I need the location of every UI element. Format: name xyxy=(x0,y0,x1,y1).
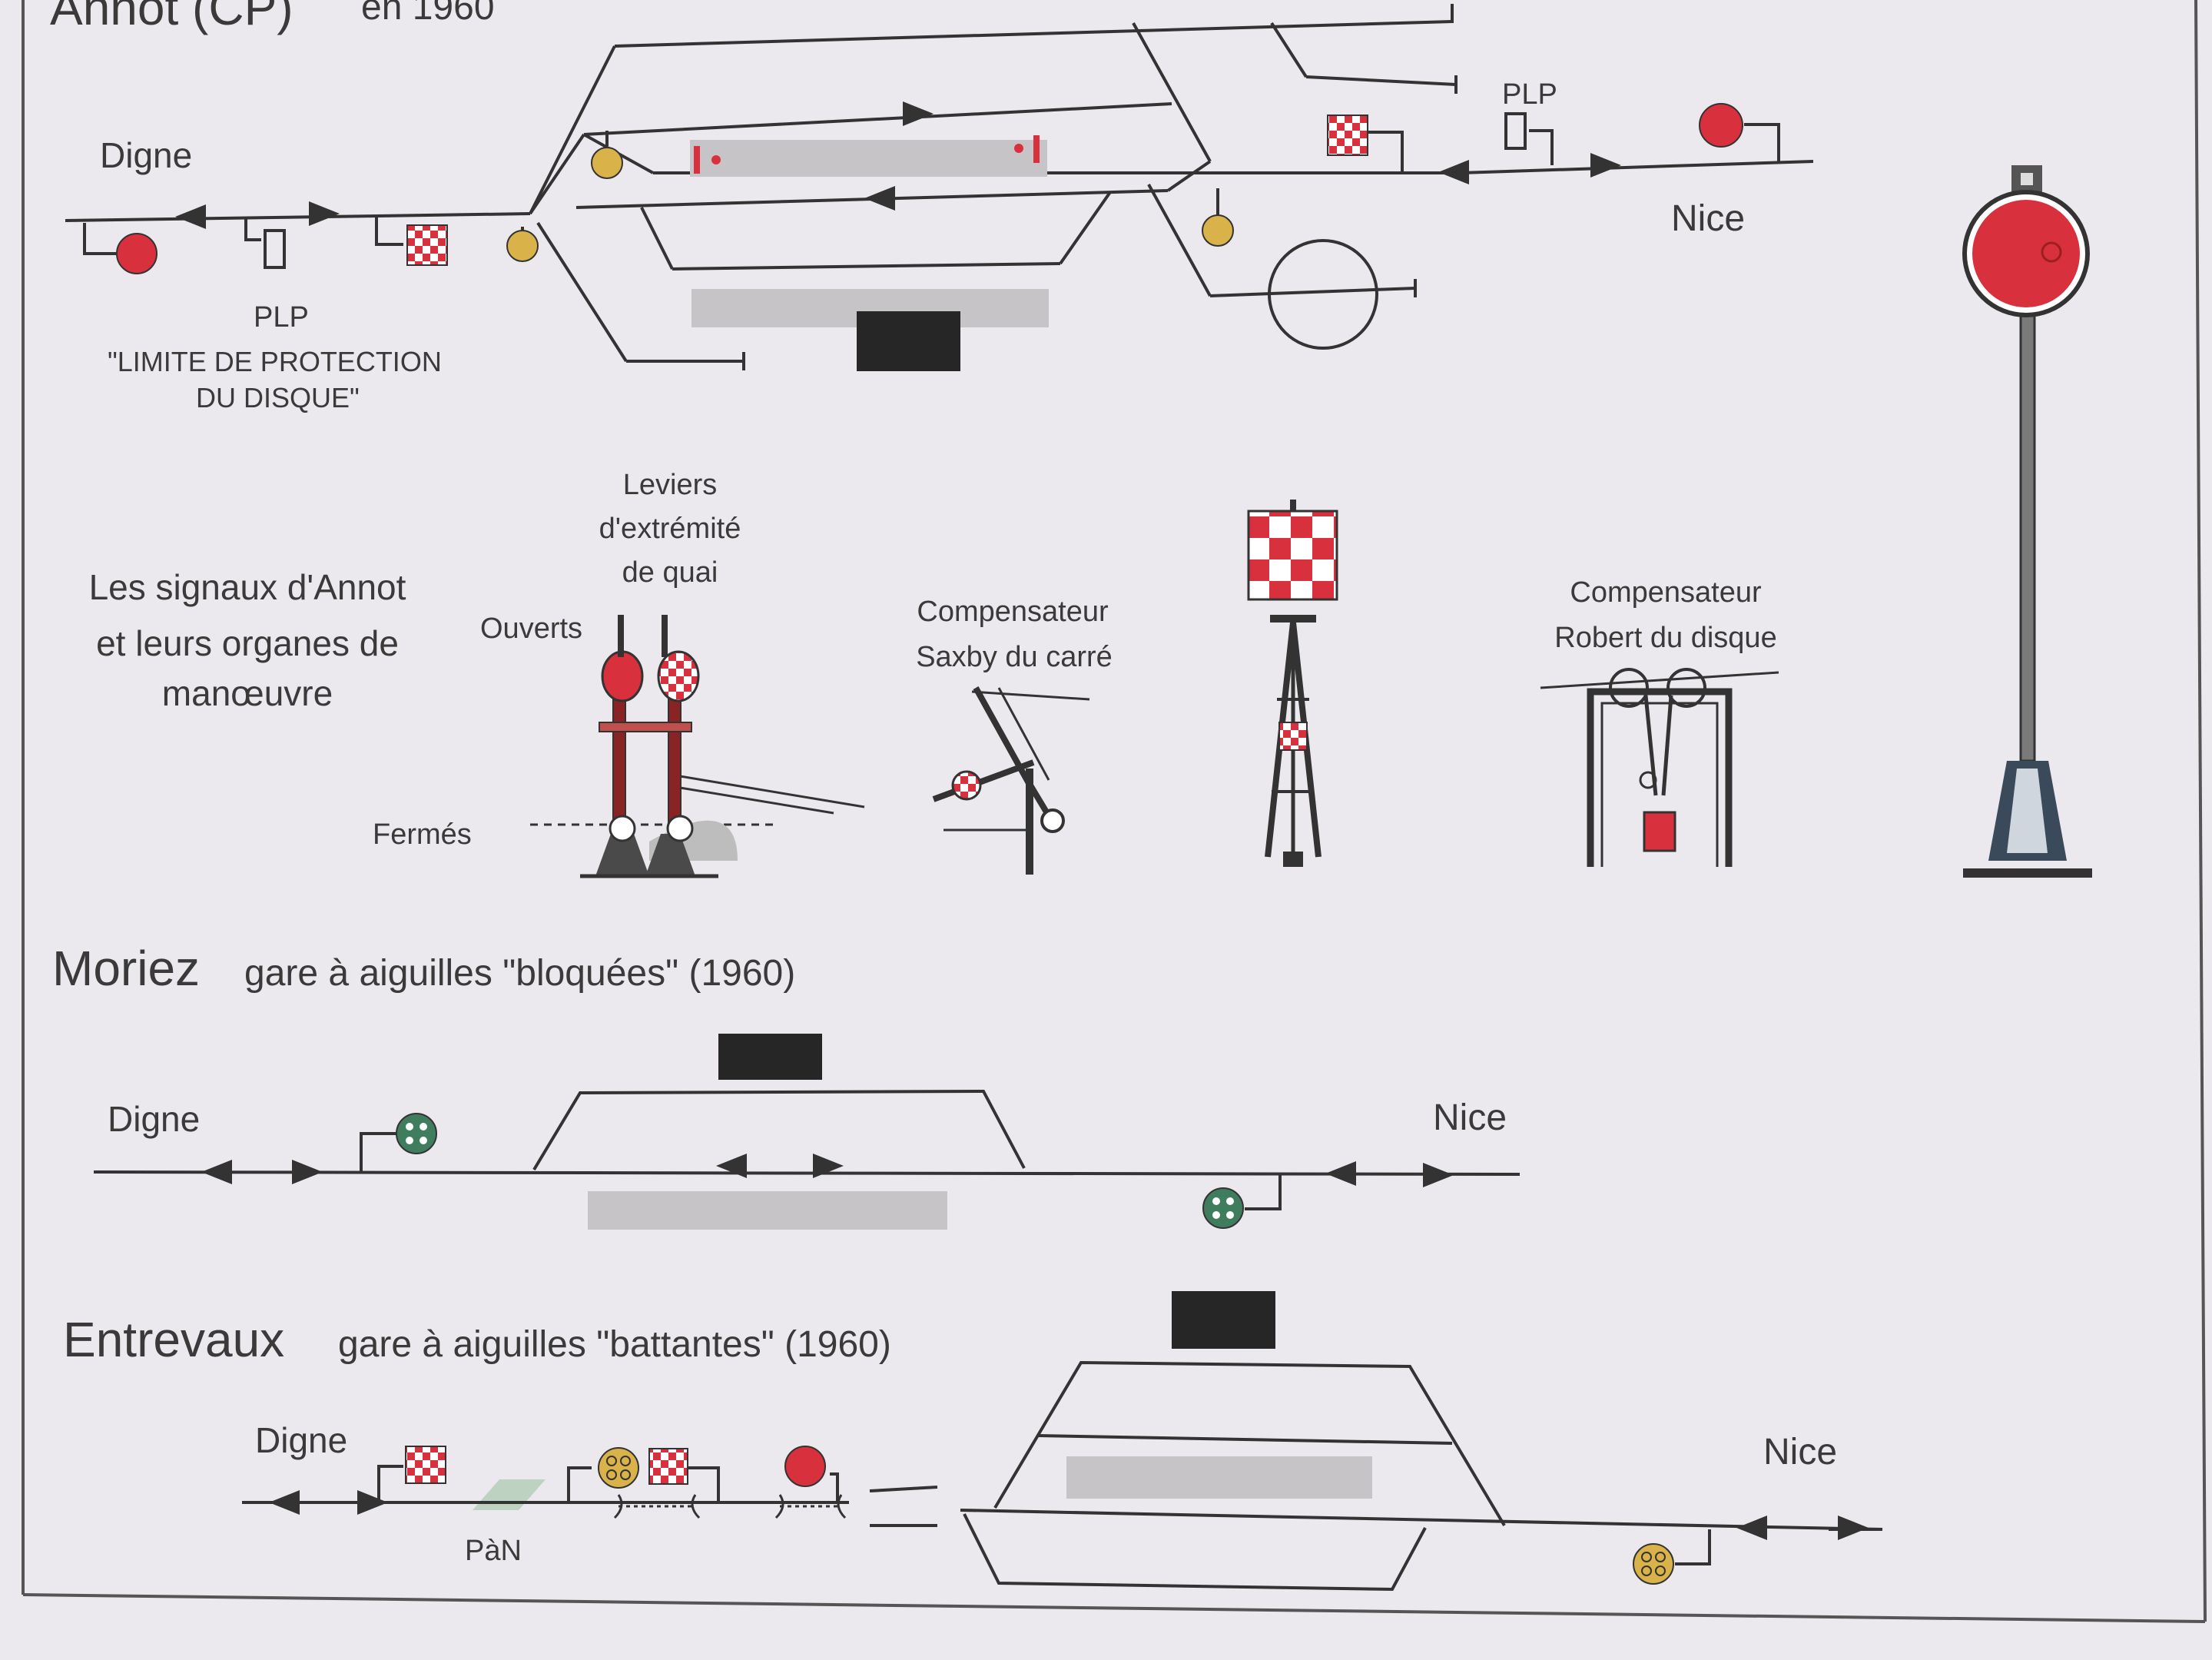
moriez-platform xyxy=(588,1191,947,1230)
annot-yellow-signal-1 xyxy=(591,147,623,179)
frame-right xyxy=(2194,0,2207,1622)
annot-platform-upper xyxy=(690,140,1047,177)
levers-open-label: Ouverts xyxy=(480,613,582,645)
square-signal-mast xyxy=(1247,500,1338,867)
annot-disc-signal-nice xyxy=(1699,103,1743,148)
entrevaux-platform xyxy=(1066,1456,1372,1499)
entrevaux-yellow-signal-1 xyxy=(598,1447,639,1489)
moriez-direction-arrows xyxy=(201,1154,1454,1187)
entrevaux-direction-arrows xyxy=(269,1490,1869,1540)
annot-plp-label: PLP xyxy=(254,301,309,334)
plp-note-line1: "LIMITE DE PROTECTION xyxy=(108,346,442,377)
annot-square-signal-digne xyxy=(406,224,448,266)
saxby-label-line2: Saxby du carré xyxy=(916,641,1113,673)
levers-label-line1: Leviers xyxy=(623,469,718,501)
annot-tracks xyxy=(65,4,1814,370)
levers-label-line2: d'extrémité xyxy=(599,513,741,545)
entrevaux-nice-label: Nice xyxy=(1763,1432,1837,1472)
entrevaux-digne-label: Digne xyxy=(255,1420,347,1460)
robert-compensator xyxy=(1540,668,1779,867)
moriez-green-signal-nice xyxy=(1202,1187,1244,1229)
signals-caption-line1: Les signaux d'Annot xyxy=(89,567,406,607)
annot-digne-label: Digne xyxy=(100,135,192,175)
entrevaux-square-signal-2 xyxy=(648,1448,688,1485)
annot-section: Annot (CP) en 1960 Digne Nice PLP "LIMIT… xyxy=(50,0,1814,413)
signals-caption-line3: manœuvre xyxy=(162,673,333,713)
annot-station-building xyxy=(857,311,960,371)
annot-disc-signal-digne xyxy=(116,233,158,274)
annot-yellow-signal-3 xyxy=(1202,214,1234,247)
moriez-title: Moriez xyxy=(52,941,200,996)
entrevaux-pan-label: PàN xyxy=(465,1535,522,1567)
moriez-tracks xyxy=(93,1089,1521,1210)
signals-section: Les signaux d'Annot et leurs organes de … xyxy=(89,165,2092,878)
square-signal-large xyxy=(1247,510,1338,601)
lever-mechanism xyxy=(530,615,865,878)
robert-label-line2: Robert du disque xyxy=(1554,622,1776,654)
entrevaux-disc-signal xyxy=(784,1446,826,1487)
annot-title: Annot (CP) xyxy=(50,0,293,35)
entrevaux-square-signal-1 xyxy=(405,1446,446,1484)
entrevaux-tracks xyxy=(242,1360,1883,1592)
platform-end-levers xyxy=(694,135,1040,174)
levers-closed-label: Fermés xyxy=(373,818,472,851)
frame-bottom xyxy=(22,1593,2206,1623)
entrevaux-title: Entrevaux xyxy=(63,1312,284,1367)
annot-plp-right-label: PLP xyxy=(1502,78,1557,111)
annot-direction-arrows xyxy=(175,101,1621,229)
entrevaux-yellow-signal-2 xyxy=(1633,1543,1674,1585)
moriez-section: Moriez gare à aiguilles "bloquées" (1960… xyxy=(52,941,1521,1230)
annot-nice-label: Nice xyxy=(1671,198,1745,239)
moriez-subtitle: gare à aiguilles "bloquées" (1960) xyxy=(244,953,795,994)
signals-caption-line2: et leurs organes de xyxy=(96,623,399,663)
entrevaux-section: Entrevaux gare à aiguilles "battantes" (… xyxy=(63,1291,1883,1592)
robert-label-line1: Compensateur xyxy=(1570,576,1762,609)
levers-label-line3: de quai xyxy=(622,556,718,589)
moriez-station-building xyxy=(718,1034,822,1080)
entrevaux-subtitle: gare à aiguilles "battantes" (1960) xyxy=(338,1324,891,1365)
annot-yellow-signal-2 xyxy=(506,230,539,262)
annot-square-signal-nice xyxy=(1327,115,1368,156)
entrevaux-station-building xyxy=(1172,1291,1275,1349)
saxby-label-line1: Compensateur xyxy=(917,596,1109,628)
moriez-green-signal-digne xyxy=(396,1113,437,1154)
entrevaux-lock-brackets xyxy=(613,1494,847,1519)
plp-note-line2: DU DISQUE" xyxy=(196,382,360,413)
annot-signal-posts xyxy=(83,112,1780,269)
disc-signal-mast xyxy=(1962,165,2092,878)
moriez-digne-label: Digne xyxy=(108,1099,200,1139)
moriez-nice-label: Nice xyxy=(1433,1097,1507,1138)
saxby-compensator xyxy=(932,686,1090,875)
annot-subtitle: en 1960 xyxy=(361,0,495,28)
